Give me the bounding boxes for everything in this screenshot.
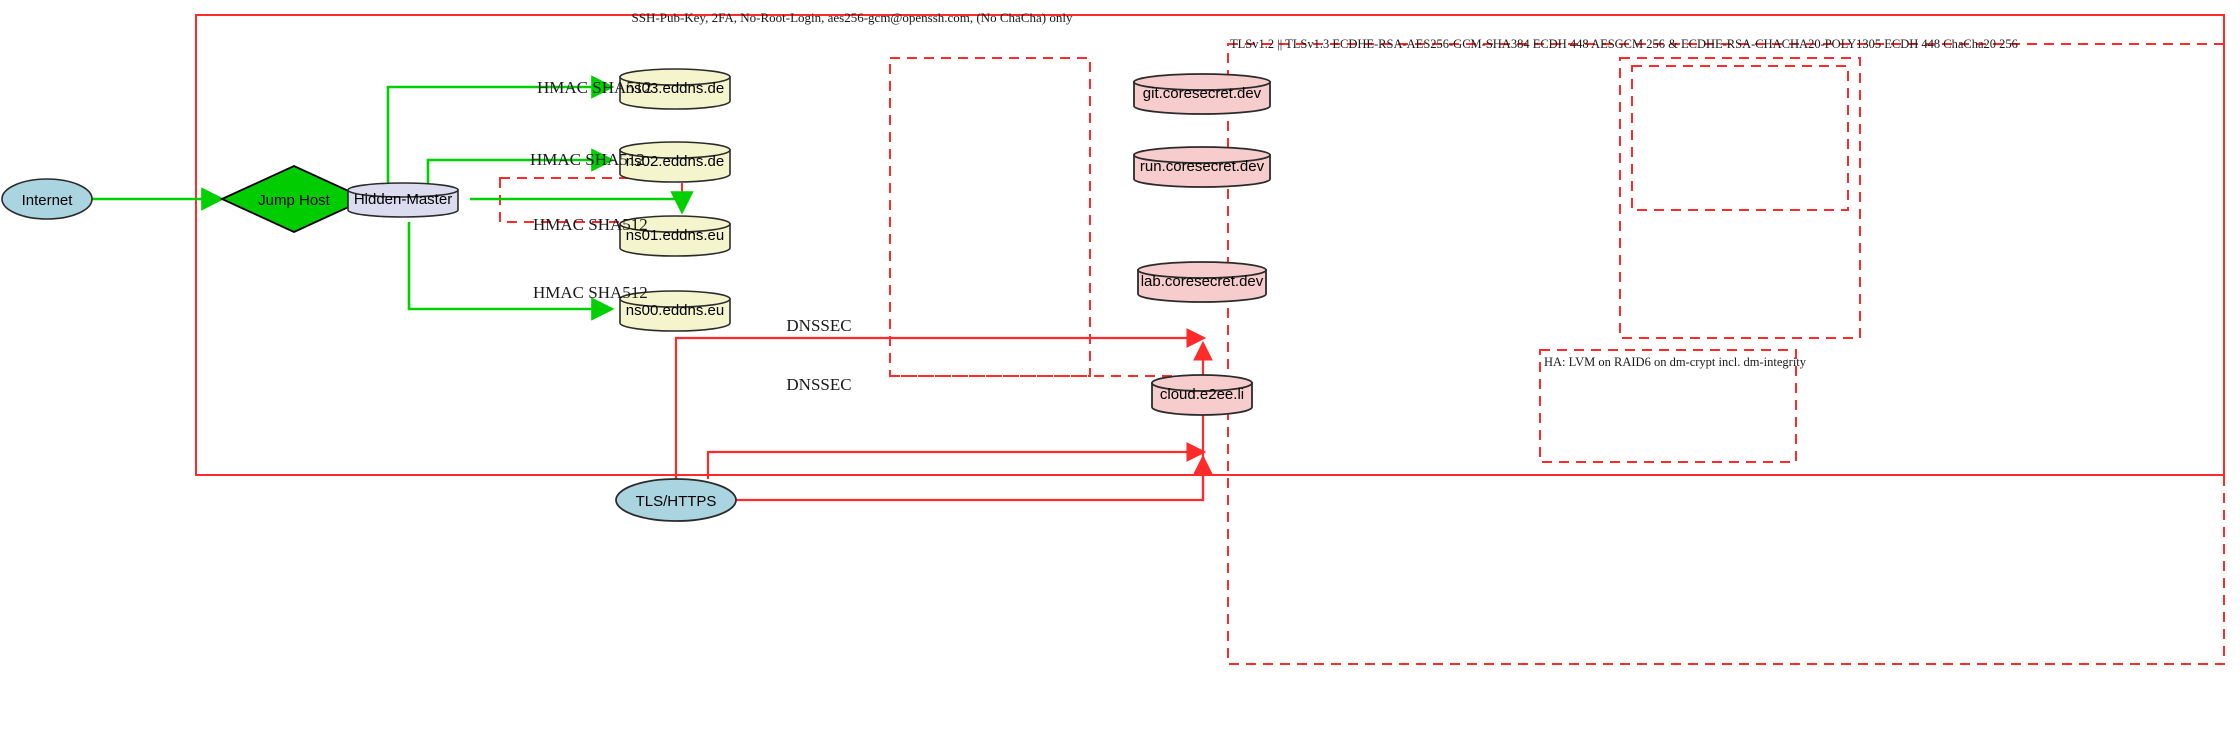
node-ns00[interactable]: ns00.eddns.eu [619, 290, 731, 332]
edge-master-to-ns01 [470, 191, 694, 215]
edge-label-dnssec-lower: DNSSEC [786, 375, 851, 394]
node-ns02-label: ns02.eddns.de [626, 153, 724, 170]
tls-cluster-box [1227, 43, 2225, 665]
edge-label-hmac-ns03: HMAC SHA512 [537, 78, 652, 97]
node-ns02[interactable]: ns02.eddns.de [619, 141, 731, 183]
node-lab-coresecret-label: lab.coresecret.dev [1141, 273, 1264, 290]
node-run-coresecret[interactable]: run.coresecret.dev [1133, 146, 1271, 188]
services-inner-cluster-box [1631, 65, 1849, 211]
edge-tls-to-ha [706, 442, 1207, 479]
edge-tls-to-services [674, 328, 1207, 479]
dns-cluster-box [889, 57, 1091, 377]
edge-label-dnssec-upper: DNSSEC [786, 316, 851, 335]
node-ns00-label: ns00.eddns.eu [626, 302, 724, 319]
edge-master-to-ns00 [407, 222, 615, 321]
node-ns01[interactable]: ns01.eddns.eu [619, 215, 731, 257]
node-git-coresecret[interactable]: git.coresecret.dev [1133, 73, 1271, 115]
node-run-coresecret-label: run.coresecret.dev [1140, 158, 1265, 175]
node-ns03-label: ns03.eddns.de [626, 80, 724, 97]
node-git-coresecret-label: git.coresecret.dev [1143, 85, 1262, 102]
node-cloud-e2ee[interactable]: cloud.e2ee.li [1151, 374, 1253, 416]
ha-cluster-box [1539, 349, 1797, 463]
edge-label-hmac-ns00: HMAC SHA512 [533, 283, 648, 302]
node-hidden-master-label: Hidden-Master [354, 191, 452, 208]
edge-master-to-ns02 [426, 148, 615, 186]
node-internet-label: Internet [22, 192, 74, 209]
node-ns01-label: ns01.eddns.eu [626, 227, 724, 244]
ha-policy-label: HA: LVM on RAID6 on dm-crypt incl. dm-in… [1544, 355, 1807, 369]
edge-master-to-ns03 [386, 75, 615, 186]
node-tls-https[interactable]: TLS/HTTPS [615, 478, 737, 522]
node-hidden-master[interactable]: Hidden-Master [347, 182, 459, 218]
ssh-policy-label: SSH-Pub-Key, 2FA, No-Root-Login, aes256-… [632, 10, 1073, 25]
node-tls-https-label: TLS/HTTPS [636, 493, 717, 510]
edge-label-hmac-ns02: HMAC SHA512 [530, 150, 645, 169]
node-jump-host-label: Jump Host [258, 192, 331, 209]
node-lab-coresecret[interactable]: lab.coresecret.dev [1137, 261, 1267, 303]
services-cluster-box [1619, 57, 1861, 339]
tls-policy-label: TLSv1.2 || TLSv1.3 ECDHE-RSA-AES256-GCM-… [1230, 37, 2018, 51]
edge-label-hmac-ns01: HMAC SHA512 [533, 215, 648, 234]
node-ns03[interactable]: ns03.eddns.de [619, 68, 731, 110]
node-cloud-e2ee-label: cloud.e2ee.li [1160, 386, 1244, 403]
node-internet[interactable]: Internet [1, 178, 93, 220]
